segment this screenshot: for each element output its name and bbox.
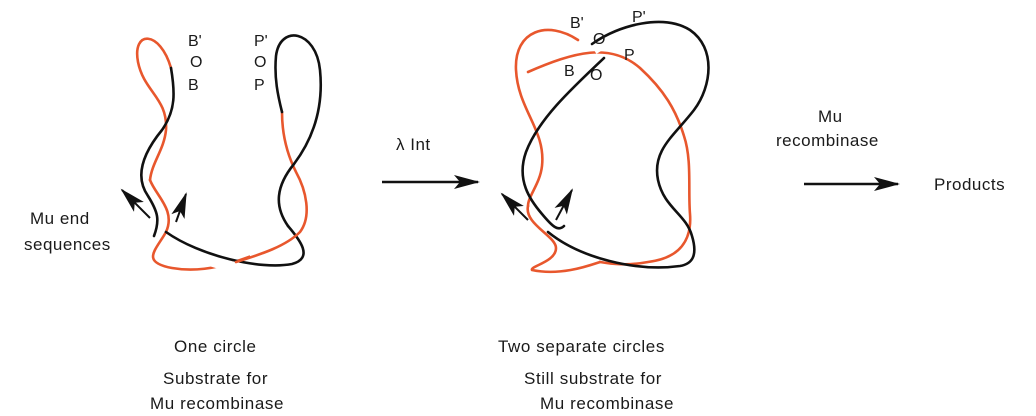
products-label: Products: [934, 175, 1005, 194]
mu-recombinase-label-line1: Mu: [818, 107, 843, 126]
middle-caption-line1: Two separate circles: [498, 337, 665, 356]
left-site-o: O: [190, 54, 202, 71]
mu-end-arrow-right: [176, 194, 186, 222]
middle-orange-lower: [528, 206, 600, 272]
left-site-o-2: O: [254, 54, 266, 71]
middle-site-b-prime: B': [570, 15, 584, 32]
left-caption-line3: Mu recombinase: [150, 394, 284, 413]
middle-orange-crossbar: [528, 52, 690, 264]
middle-site-o-top: O: [593, 31, 605, 48]
mu-recombinase-label-line2: recombinase: [776, 131, 879, 150]
middle-site-p-prime: P': [632, 9, 646, 26]
middle-site-b: B: [564, 63, 575, 80]
lambda-int-label: λ Int: [396, 135, 431, 154]
left-caption-line1: One circle: [174, 337, 257, 356]
left-site-b-prime: B': [188, 33, 202, 50]
middle-mu-end-arrow-right: [556, 190, 572, 220]
left-dna-circle: [122, 35, 321, 269]
middle-caption-line3: Mu recombinase: [540, 394, 674, 413]
mu-end-label-line1: Mu end: [30, 209, 90, 228]
middle-mu-end-arrow-left: [502, 194, 528, 220]
left-caption-line2: Substrate for: [163, 369, 268, 388]
left-site-b: B: [188, 77, 199, 94]
middle-site-p: P: [624, 47, 635, 64]
middle-site-o-low: O: [590, 67, 602, 84]
middle-dna-circles: [502, 22, 709, 272]
left-site-p: P: [254, 77, 265, 94]
middle-caption-line2: Still substrate for: [524, 369, 662, 388]
mu-end-label-line2: sequences: [24, 235, 111, 254]
left-site-p-prime: P': [254, 33, 268, 50]
left-orange-lobe: [137, 39, 171, 180]
